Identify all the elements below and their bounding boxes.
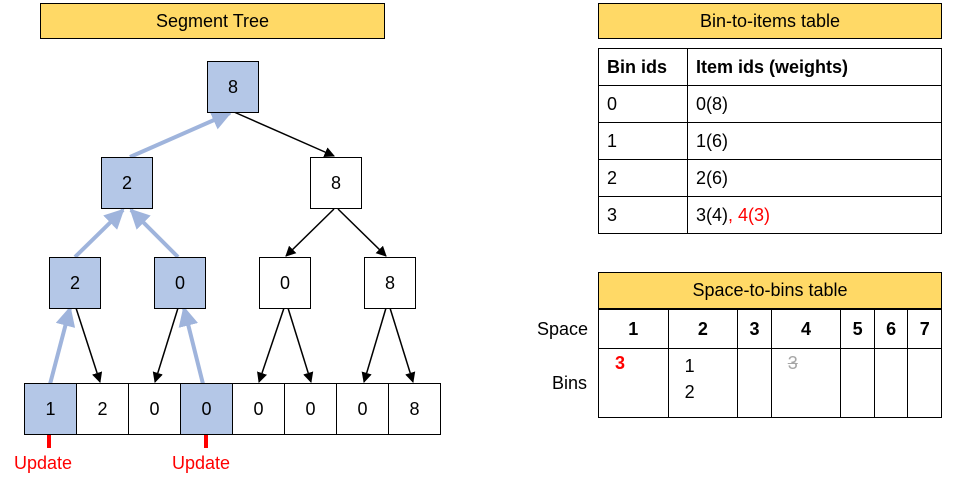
bin-new: 3	[615, 353, 626, 373]
arrow-leaf0-to-l2a	[47, 306, 76, 389]
update-label-1: Update	[14, 453, 73, 473]
bin-entry: 2	[684, 382, 695, 402]
bin-items: 3(4), 4(3)	[687, 196, 942, 234]
arrow-leaf3-to-l2b	[178, 306, 206, 389]
tree-leaf-1: 2	[76, 383, 129, 435]
space-row-label: Space	[537, 319, 589, 339]
space-header-row: 1 2 3 4 5 6 7	[598, 309, 942, 349]
tree-l1-0: 2	[101, 157, 153, 209]
arrow-l2c-to-leaf4	[257, 307, 285, 383]
tree-leaf-4: 0	[232, 383, 285, 435]
table-header-row: Bin ids Item ids (weights)	[598, 48, 942, 86]
bin-items: 0(8)	[687, 85, 942, 123]
tree-leaf-6: 0	[336, 383, 389, 435]
arrow-root-to-l1b	[233, 111, 335, 157]
arrow-l2a-to-l1a	[73, 208, 125, 259]
space-col: 3	[737, 309, 772, 349]
table-row: 1 1(6)	[598, 122, 942, 160]
bin-items-added: , 4(3)	[728, 204, 771, 225]
arrow-l2c-to-leaf5	[287, 307, 314, 384]
bins-cell: 1 2	[667, 348, 739, 418]
tree-leaf-7: 8	[388, 383, 441, 435]
arrow-l2b-to-l1a	[129, 208, 180, 259]
bins-cell: 3	[770, 348, 842, 418]
tree-l2-2: 0	[259, 257, 311, 309]
arrow-l2a-to-leaf1	[75, 307, 103, 383]
segment-tree-title: Segment Tree	[40, 3, 385, 39]
space-col: 6	[873, 309, 909, 349]
bin-id: 3	[598, 196, 688, 234]
bin-items-existing: 3(4)	[696, 204, 729, 225]
space-col: 4	[770, 309, 842, 349]
tree-leaf-0: 1	[24, 383, 77, 435]
bins-row: 3 1 2 3	[598, 348, 942, 418]
bin-items: 2(6)	[687, 159, 942, 197]
space-col: 2	[667, 309, 739, 349]
tree-l2-3: 8	[364, 257, 416, 309]
arrow-l2d-to-leaf7	[389, 307, 416, 384]
arrow-l2d-to-leaf6	[361, 307, 387, 384]
arrow-l1a-to-root	[129, 111, 232, 159]
header-item-ids: Item ids (weights)	[687, 48, 942, 86]
arrow-l1b-to-l2d	[337, 208, 387, 257]
bin-removed: 3	[787, 353, 798, 373]
table-row: 0 0(8)	[598, 85, 942, 123]
bins-cell	[737, 348, 772, 418]
header-bin-ids: Bin ids	[598, 48, 688, 86]
space-to-bins-title: Space-to-bins table	[598, 272, 942, 309]
arrow-l2b-to-leaf2	[152, 307, 179, 384]
space-to-bins-table: 1 2 3 4 5 6 7 3 1 2 3	[598, 309, 942, 418]
bin-id: 2	[598, 159, 688, 197]
bins-row-label: Bins	[552, 373, 588, 393]
bin-to-items-table: Bin ids Item ids (weights) 0 0(8) 1 1(6)…	[598, 48, 942, 234]
space-col: 1	[598, 309, 669, 349]
tree-leaf-3: 0	[180, 383, 233, 435]
tree-l2-1: 0	[154, 257, 206, 309]
table-row: 3 3(4), 4(3)	[598, 196, 942, 234]
tree-l2-0: 2	[49, 257, 101, 309]
tree-leaf-2: 0	[128, 383, 181, 435]
bins-cell: 3	[598, 348, 669, 418]
bin-id: 0	[598, 85, 688, 123]
bins-cell	[840, 348, 875, 418]
tree-root: 8	[207, 61, 259, 113]
update-path-arrows	[47, 111, 232, 389]
table-row: 2 2(6)	[598, 159, 942, 197]
tree-leaf-5: 0	[284, 383, 337, 435]
tree-l1-1: 8	[310, 157, 362, 209]
bins-cell	[907, 348, 942, 418]
space-col: 7	[907, 309, 942, 349]
bins-cell	[873, 348, 909, 418]
bin-to-items-title: Bin-to-items table	[598, 3, 942, 39]
down-arrows	[75, 111, 416, 384]
update-label-2: Update	[172, 453, 231, 473]
bin-id: 1	[598, 122, 688, 160]
arrow-l1b-to-l2c	[285, 208, 335, 257]
space-col: 5	[840, 309, 875, 349]
bin-items: 1(6)	[687, 122, 942, 160]
bin-entry: 1	[684, 356, 695, 376]
